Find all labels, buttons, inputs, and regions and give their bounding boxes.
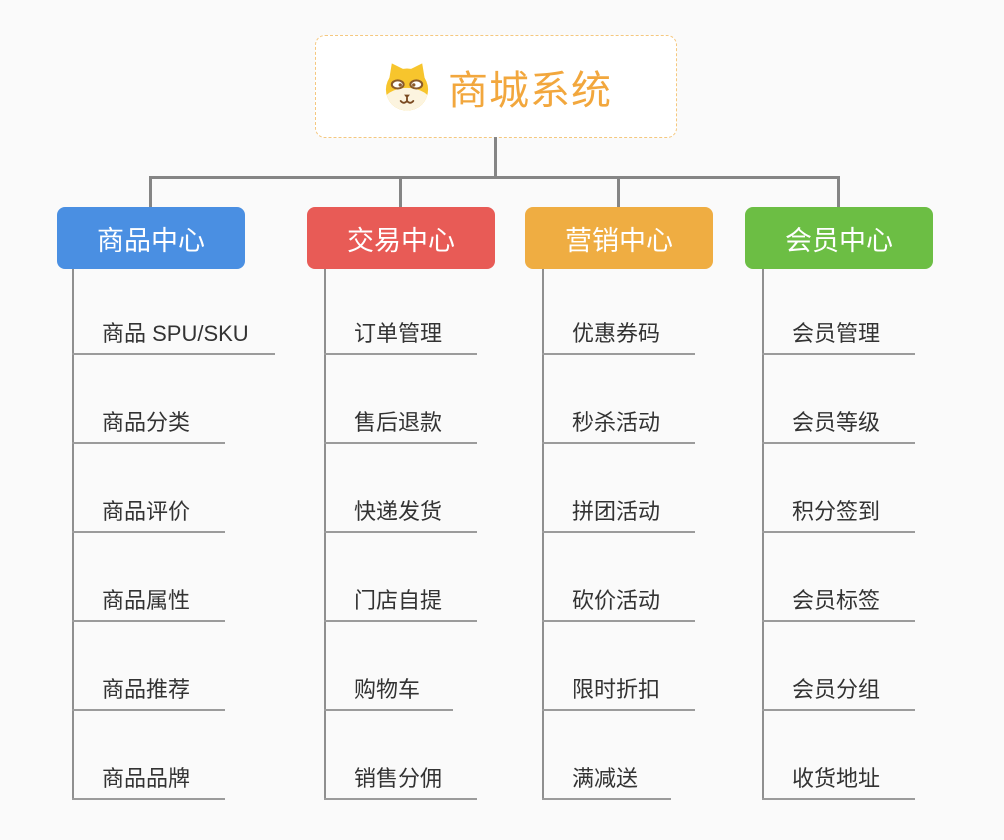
leaf-node[interactable]: 满减送 <box>542 756 671 800</box>
connector-branch-stub <box>149 176 152 209</box>
connector-branch-stub <box>399 176 402 209</box>
leaf-node[interactable]: 商品评价 <box>72 489 225 533</box>
connector-branch-stub <box>617 176 620 209</box>
leaf-node[interactable]: 销售分佣 <box>324 756 477 800</box>
leaf-node[interactable]: 砍价活动 <box>542 578 695 622</box>
dog-face-icon <box>380 60 434 114</box>
leaf-node[interactable]: 门店自提 <box>324 578 477 622</box>
leaf-node[interactable]: 商品分类 <box>72 400 225 444</box>
branch-node-trade-center[interactable]: 交易中心 <box>307 207 495 269</box>
leaf-node[interactable]: 积分签到 <box>762 489 915 533</box>
leaf-node[interactable]: 秒杀活动 <box>542 400 695 444</box>
leaf-node[interactable]: 限时折扣 <box>542 667 695 711</box>
leaf-node[interactable]: 优惠券码 <box>542 311 695 355</box>
root-title: 商城系统 <box>448 68 612 113</box>
connector-bus-horizontal <box>149 176 840 179</box>
branch-node-product-center[interactable]: 商品中心 <box>57 207 245 269</box>
leaf-node[interactable]: 会员标签 <box>762 578 915 622</box>
leaf-node[interactable]: 拼团活动 <box>542 489 695 533</box>
leaf-node[interactable]: 会员等级 <box>762 400 915 444</box>
leaf-node[interactable]: 商品推荐 <box>72 667 225 711</box>
leaf-node[interactable]: 会员分组 <box>762 667 915 711</box>
leaf-node[interactable]: 快递发货 <box>324 489 477 533</box>
branch-node-member-center[interactable]: 会员中心 <box>745 207 933 269</box>
connector-root-vertical <box>494 137 497 177</box>
connector-branch-stub <box>837 176 840 209</box>
root-node[interactable]: 商城系统 <box>315 35 677 138</box>
leaf-node[interactable]: 商品属性 <box>72 578 225 622</box>
leaf-node[interactable]: 售后退款 <box>324 400 477 444</box>
leaf-node[interactable]: 收货地址 <box>762 756 915 800</box>
leaf-node[interactable]: 商品 SPU/SKU <box>72 311 275 355</box>
connector-trunk <box>542 269 544 800</box>
connector-trunk <box>72 269 74 800</box>
leaf-node[interactable]: 购物车 <box>324 667 453 711</box>
connector-trunk <box>324 269 326 800</box>
connector-trunk <box>762 269 764 800</box>
branch-node-marketing-center[interactable]: 营销中心 <box>525 207 713 269</box>
leaf-node[interactable]: 会员管理 <box>762 311 915 355</box>
leaf-node[interactable]: 订单管理 <box>324 311 477 355</box>
leaf-node[interactable]: 商品品牌 <box>72 756 225 800</box>
